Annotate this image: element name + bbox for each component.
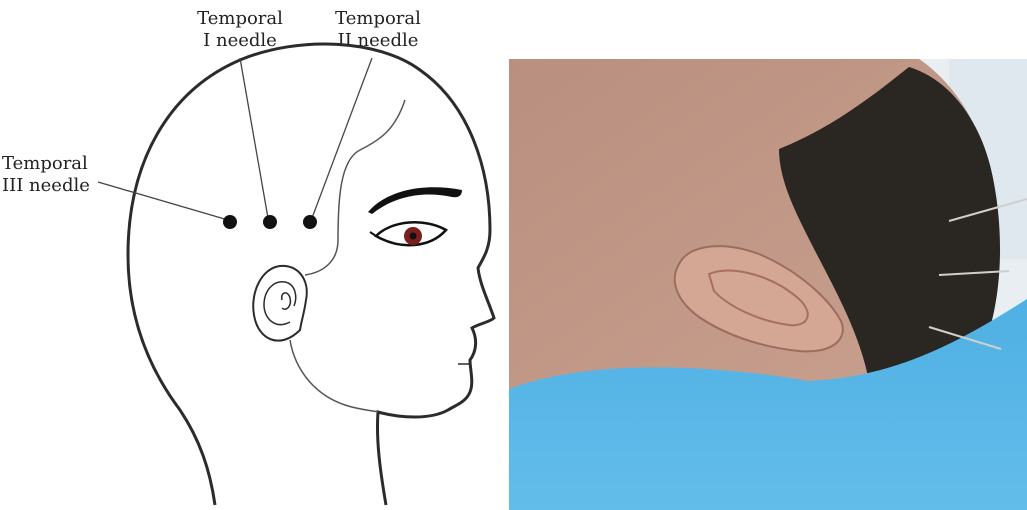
head-diagram <box>0 0 509 510</box>
patient-photo <box>509 59 1027 510</box>
temporal-i-leader-line <box>240 58 268 218</box>
eyebrow <box>368 187 462 214</box>
temporal-iii-leader-line <box>98 182 228 220</box>
ear-icon <box>253 266 307 341</box>
temporal-ii-needle-point <box>303 215 317 229</box>
eye-icon <box>370 222 446 245</box>
jaw-line <box>290 340 378 412</box>
hairline <box>305 100 405 275</box>
temporal-iii-needle-point <box>223 215 237 229</box>
temporal-ii-leader-line <box>312 58 372 218</box>
patient-photo-drawing <box>509 59 1027 510</box>
temporal-i-needle-point <box>263 215 277 229</box>
